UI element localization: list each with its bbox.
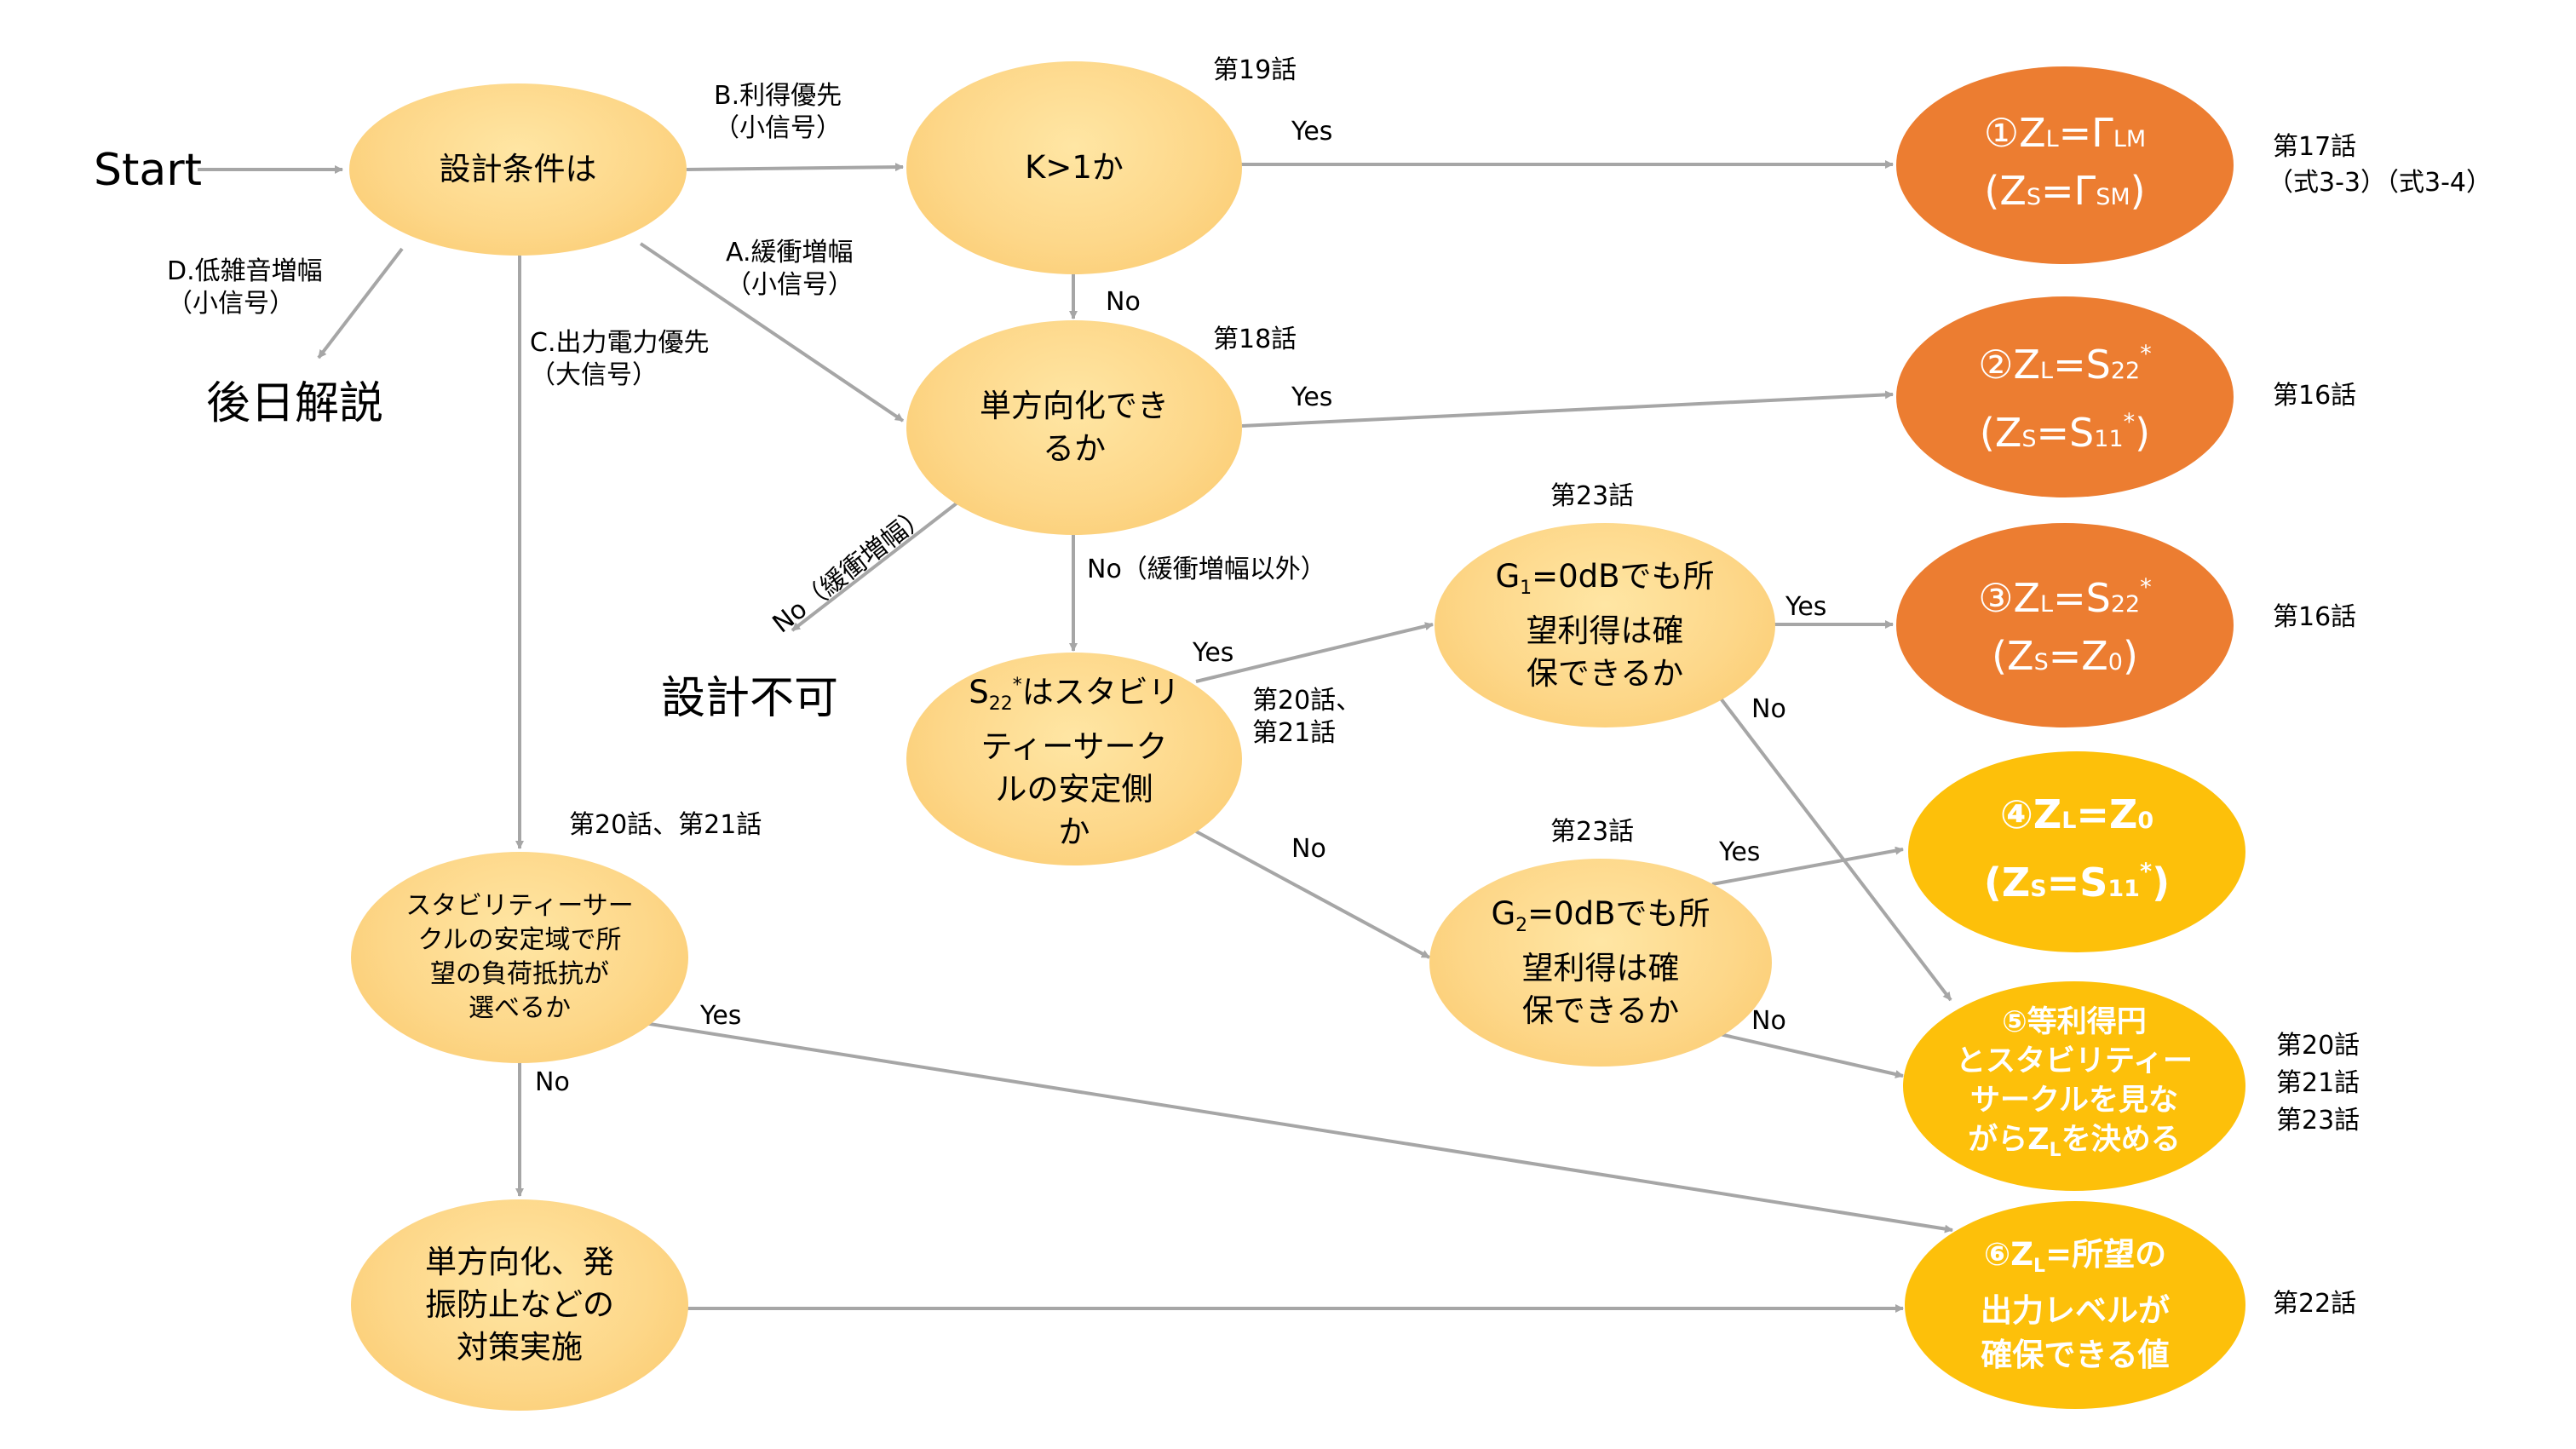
edge-uni-r2 <box>1241 390 1894 428</box>
result-4: ④ZL=Z0 (ZS=S11*) <box>1908 751 2245 952</box>
result-3-line2: (ZS=Z0) <box>1992 633 2138 679</box>
result-5-line3: サークルを見な <box>1970 1083 2178 1118</box>
edge-label-no-g1: No <box>1751 694 1786 724</box>
edge-cond-k <box>686 163 904 172</box>
impossible-label: 設計不可 <box>661 673 839 724</box>
result-2: ②ZL=S22* (ZS=S11*) <box>1896 296 2234 497</box>
episode-r2: 第16話 <box>2273 381 2357 411</box>
edge-label-no-g2: No <box>1751 1006 1786 1036</box>
node-stab-line4: 選べるか <box>469 993 571 1023</box>
node-g1-line2: 望利得は確 <box>1526 612 1684 649</box>
node-g2-line2: 望利得は確 <box>1521 950 1680 986</box>
episode-k: 第19話 <box>1213 55 1297 85</box>
node-unilateral-line2: るか <box>1043 430 1106 467</box>
result-6-line3: 確保できる値 <box>1981 1337 2170 1373</box>
edge-label-c: C.出力電力優先 （大信号） <box>530 328 710 390</box>
node-g2-line1: G2=0dBでも所 <box>1491 895 1711 936</box>
node-design-condition: 設計条件は <box>349 83 687 256</box>
edge-uni-impossible <box>791 501 959 632</box>
node-s22-line4: か <box>1058 814 1090 850</box>
episode-r6: 第22話 <box>2273 1289 2357 1319</box>
node-counter-line2: 振防止などの <box>425 1286 614 1323</box>
node-k-check-text: K>1か <box>1025 149 1124 186</box>
result-1-line2: (ZS=ΓSM) <box>1984 168 2146 214</box>
edge-label-yes-s22: Yes <box>1193 638 1234 668</box>
edge-label-yes-uni: Yes <box>1291 382 1333 412</box>
edge-label-no-s22: No <box>1291 834 1326 864</box>
node-k-check: K>1か <box>906 61 1242 274</box>
node-g2-line3: 保できるか <box>1521 992 1680 1029</box>
node-unilateral: 単方向化でき るか <box>906 320 1242 535</box>
result-5: ⑤等利得円 とスタビリティー サークルを見な がらZLを決める <box>1903 981 2245 1191</box>
edge-label-yes-g2: Yes <box>1719 837 1761 867</box>
result-6: ⑥ZL=所望の 出力レベルが 確保できる値 <box>1905 1201 2245 1409</box>
result-5-line4: がらZLを決める <box>1968 1122 2181 1161</box>
edge-label-yes-k: Yes <box>1291 117 1333 147</box>
node-design-condition-text: 設計条件は <box>439 151 597 187</box>
edge-g2-r4 <box>1711 846 1904 886</box>
edge-g1-r5 <box>1719 697 1952 1002</box>
node-counter-line3: 対策実施 <box>457 1329 583 1366</box>
edge-label-yes-g1: Yes <box>1785 592 1827 622</box>
edge-label-yes-stab: Yes <box>700 1001 742 1031</box>
node-g1-line3: 保できるか <box>1526 655 1684 692</box>
episode-g1: 第23話 <box>1550 481 1635 511</box>
result-2-line2: (ZS=S11*) <box>1979 409 2151 456</box>
later-label: 後日解説 <box>206 378 384 429</box>
result-3: ③ZL=S22* (ZS=Z0) <box>1896 523 2234 727</box>
result-4-line1: ④ZL=Z0 <box>1999 791 2154 837</box>
node-s22-stability: S22*はスタビリ ティーサーク ルの安定側 か <box>906 653 1242 865</box>
edge-cond-uni <box>639 242 905 423</box>
edge-label-no-stab: No <box>535 1067 570 1097</box>
node-g2-gain: G2=0dBでも所 望利得は確 保できるか <box>1429 859 1772 1067</box>
result-2-line1: ②ZL=S22* <box>1978 341 2152 388</box>
node-stab-line1: スタビリティーサー <box>405 891 634 921</box>
edge-s22-g1 <box>1195 622 1434 683</box>
edge-g2-r5 <box>1711 1031 1904 1078</box>
node-stab-line3: 望の負荷抵抗が <box>430 959 609 989</box>
node-s22-line1: S22*はスタビリ <box>969 674 1180 715</box>
edge-s22-g2 <box>1195 830 1430 959</box>
episode-uni: 第18話 <box>1213 325 1297 354</box>
edge-label-d: D.低雑音増幅 （小信号） <box>167 256 323 319</box>
node-g1-gain: G1=0dBでも所 望利得は確 保できるか <box>1435 523 1775 727</box>
result-1: ①ZL=ΓLM (ZS=ΓSM) <box>1896 66 2234 264</box>
node-stab-line2: クルの安定域で所 <box>417 925 622 955</box>
result-3-line1: ③ZL=S22* <box>1978 574 2152 621</box>
node-stability-circle: スタビリティーサー クルの安定域で所 望の負荷抵抗が 選べるか <box>351 852 688 1063</box>
episode-r1b: （式3-3）（式3-4） <box>2268 168 2492 198</box>
start-label: Start <box>94 145 203 196</box>
node-s22-line3: ルの安定側 <box>995 771 1153 808</box>
result-5-line1: ⑤等利得円 <box>2002 1004 2147 1039</box>
episode-r3: 第16話 <box>2273 602 2357 632</box>
episode-g2: 第23話 <box>1550 817 1635 847</box>
result-5-line2: とスタビリティー <box>1956 1044 2193 1078</box>
episode-s22: 第20話、 第21話 <box>1252 686 1362 748</box>
result-4-line2: (ZS=S11*) <box>1983 859 2171 906</box>
edge-stab-r6 <box>638 1021 1953 1233</box>
node-unilateral-line1: 単方向化でき <box>980 388 1169 424</box>
edge-cond-later <box>317 247 404 359</box>
episode-r1a: 第17話 <box>2273 132 2357 162</box>
episode-stab: 第20話、第21話 <box>569 810 762 840</box>
node-countermeasure: 単方向化、発 振防止などの 対策実施 <box>351 1199 688 1411</box>
node-g1-line1: G1=0dBでも所 <box>1495 558 1715 599</box>
edge-label-no-k: No <box>1106 287 1141 317</box>
result-1-line1: ①ZL=ΓLM <box>1983 110 2147 156</box>
edge-label-a: A.緩衝増幅 （小信号） <box>726 238 854 300</box>
result-6-line2: 出力レベルが <box>1981 1292 2170 1329</box>
edge-label-no-uni-other: No（緩衝増幅以外） <box>1087 555 1326 584</box>
node-counter-line1: 単方向化、発 <box>425 1244 614 1280</box>
edge-label-b: B.利得優先 （小信号） <box>714 81 842 143</box>
node-s22-line2: ティーサーク <box>980 728 1168 765</box>
result-6-line1: ⑥ZL=所望の <box>1983 1236 2167 1277</box>
episode-r5: 第20話 第21話 第23話 <box>2276 1031 2360 1136</box>
